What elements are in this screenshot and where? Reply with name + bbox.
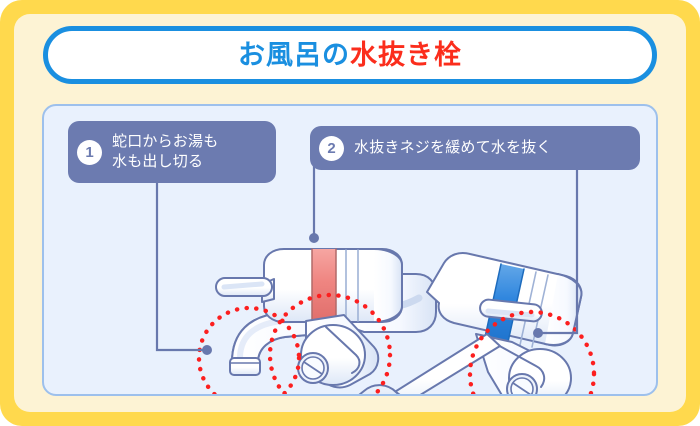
- right-drain-screw-highlight-circle: [467, 309, 597, 394]
- step-badge-2: 2: [319, 135, 344, 161]
- spout-outlet-highlight-circle: [196, 305, 302, 394]
- leader-lines: [155, 166, 579, 355]
- callout-step-1: 1 蛇口からお湯も 水も出し切る: [68, 121, 276, 183]
- callout-step-2: 2 水抜きネジを緩めて水を抜く: [310, 126, 640, 170]
- cold-water-valve-cylinder: [426, 252, 583, 348]
- title-part-red: 水抜き栓: [350, 39, 462, 70]
- left-drain-screw: [297, 314, 380, 389]
- title-part-blue: お風呂の: [238, 39, 350, 70]
- title-pill: お風呂の水抜き栓: [43, 26, 657, 84]
- leader-dot-1: [202, 345, 212, 355]
- page-title: お風呂の水抜き栓: [238, 39, 462, 70]
- leader-dot-2: [533, 328, 543, 338]
- callout-text-2: 水抜きネジを緩めて水を抜く: [354, 139, 552, 157]
- step-badge-1: 1: [77, 139, 102, 165]
- callout-text-1: 蛇口からお湯も 水も出し切る: [112, 133, 219, 170]
- screwdriver-icon: [358, 333, 501, 394]
- leader-dot-1b: [309, 233, 319, 243]
- leader-line-2: [538, 168, 579, 335]
- faucet-illustration: [155, 166, 597, 394]
- hot-water-valve-cylinder: [215, 248, 403, 323]
- left-drain-screw-highlight-circle: [267, 292, 393, 394]
- leader-line-1: [155, 168, 207, 352]
- right-drain-screw: [475, 333, 572, 394]
